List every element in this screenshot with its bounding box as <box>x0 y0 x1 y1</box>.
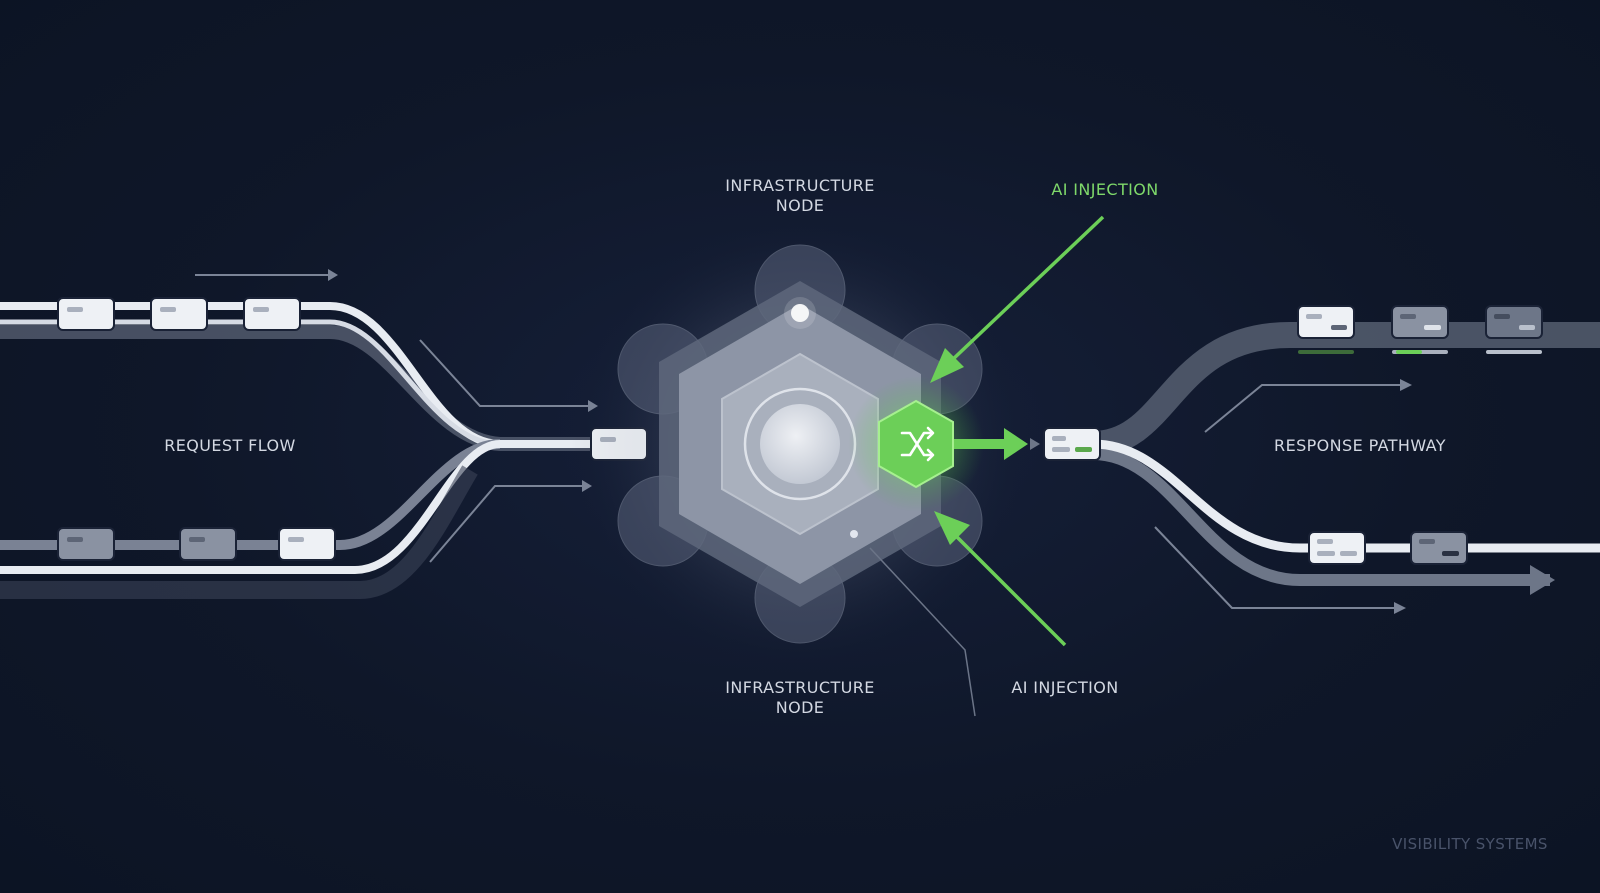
infrastructure-node <box>570 214 1030 717</box>
response-pathway-label: RESPONSE PATHWAY <box>1274 436 1446 455</box>
watermark-label: VISIBILITY SYSTEMS <box>1392 835 1548 853</box>
packet <box>1308 531 1366 565</box>
packet <box>1043 427 1101 461</box>
packet <box>57 297 115 331</box>
packet <box>1297 305 1355 339</box>
request-tracks <box>0 302 610 599</box>
response-arrows <box>1154 379 1412 614</box>
injection-arrows <box>930 215 1105 647</box>
shuffle-icon <box>900 426 935 462</box>
packet <box>1410 531 1468 565</box>
response-tracks <box>1092 322 1600 595</box>
packet <box>150 297 208 331</box>
ai-injection-module <box>848 376 1028 512</box>
request-flow-label: REQUEST FLOW <box>164 436 296 455</box>
packet <box>1485 305 1543 339</box>
response-packets <box>1030 305 1543 565</box>
packet <box>1391 305 1449 339</box>
packet <box>278 527 336 561</box>
infra-node-bottom-label: INFRASTRUCTURE NODE <box>725 678 875 717</box>
node-status-light <box>791 304 809 322</box>
ai-injection-top-label: AI INJECTION <box>1051 180 1159 199</box>
ai-injection-bottom-label: AI INJECTION <box>1011 678 1119 697</box>
packet <box>179 527 237 561</box>
packet <box>57 527 115 561</box>
packet <box>243 297 301 331</box>
node-core <box>760 404 840 484</box>
infra-node-top-label: INFRASTRUCTURE NODE <box>725 176 875 215</box>
